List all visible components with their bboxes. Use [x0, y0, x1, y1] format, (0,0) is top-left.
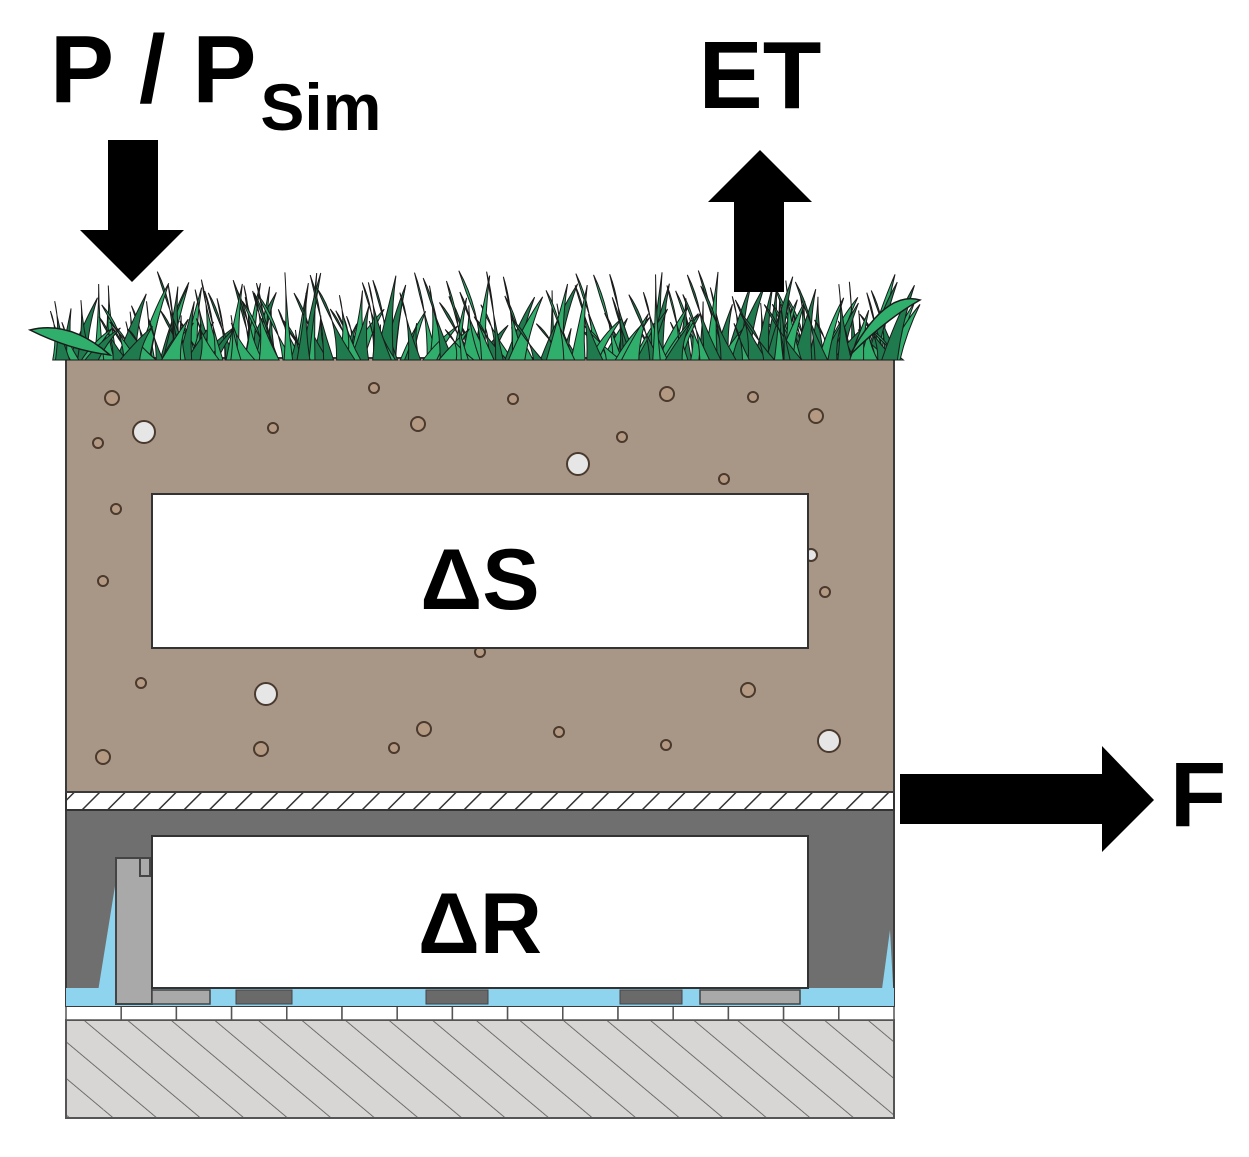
soil-pebble [267, 422, 279, 434]
grass-blade [444, 329, 476, 361]
precipitation-main-text: P / P [50, 16, 256, 123]
soil-pebble [416, 721, 432, 737]
grass-blade [309, 274, 335, 361]
soil-pebble [747, 391, 759, 403]
soil-pebble [616, 431, 628, 443]
grass-blade [460, 305, 481, 361]
grass-blade [817, 297, 845, 361]
grass-blade [763, 304, 803, 361]
soil-pebble [253, 741, 269, 757]
soil-pebble [718, 473, 730, 485]
soil-pebble [97, 575, 109, 587]
filter-layer [65, 791, 895, 811]
grass-blade [374, 275, 397, 361]
grass-blade [399, 292, 422, 361]
grass-blade [652, 274, 661, 361]
retention-change-box: ΔR [151, 835, 809, 989]
grass-blade [283, 272, 294, 361]
soil-pebble [660, 739, 672, 751]
grass-leaf [27, 327, 113, 357]
soil-pebble [132, 420, 156, 444]
grass-blade [61, 321, 80, 361]
soil-pebble [135, 677, 147, 689]
grass-blade [739, 312, 776, 361]
grass-blade [545, 290, 576, 361]
soil-pebble [819, 586, 831, 598]
grass-blade [458, 270, 495, 361]
grass-blade [792, 289, 817, 361]
soil-pebble [104, 390, 120, 406]
grass-blade [243, 316, 264, 361]
grass-blade [779, 303, 791, 361]
grass-blade [296, 292, 311, 361]
grass-blade [316, 287, 356, 361]
grass-blade [686, 274, 722, 361]
evapotranspiration-label: ET [699, 22, 822, 129]
grass-blade [367, 282, 393, 361]
precipitation-label: P / PSim [50, 16, 381, 144]
grass-leaf [849, 298, 922, 356]
grass-blade [349, 305, 370, 361]
grass-blade [837, 284, 853, 361]
grass-blade [664, 323, 691, 361]
grass-blade [704, 271, 719, 361]
soil-pebble [368, 382, 380, 394]
base-structure-layer [65, 1019, 895, 1119]
soil-pebble [808, 408, 824, 424]
storage-change-box: ΔS [151, 493, 809, 649]
grass-blade [734, 299, 768, 361]
water-wedge-right [880, 930, 894, 1004]
grass-blade [682, 294, 711, 361]
grass-blade [98, 316, 128, 361]
soil-pebble [507, 393, 519, 405]
grass-blade [511, 318, 544, 361]
grass-blade [700, 285, 737, 361]
grass-blade [195, 318, 221, 361]
drainage-element-left [115, 857, 153, 1005]
soil-pebble [659, 386, 675, 402]
precipitation-subscript: Sim [260, 70, 381, 144]
grass-blade [574, 285, 604, 361]
soil-pebble [740, 682, 756, 698]
grass-blade [252, 290, 280, 361]
grass-blade [570, 284, 588, 361]
grass-blade [230, 315, 242, 361]
flow-label: F [1170, 744, 1226, 846]
grass-blade [486, 271, 504, 361]
soil-pebble [410, 416, 426, 432]
precipitation-arrow [80, 140, 184, 282]
soil-pebble [817, 729, 841, 753]
flow-arrow [900, 746, 1154, 852]
storage-change-label: ΔS [420, 532, 539, 628]
grass-blade [343, 318, 362, 361]
grass-blade [733, 323, 751, 361]
grass-blade [119, 326, 154, 361]
soil-pebble [388, 742, 400, 754]
grass-blade [204, 290, 224, 361]
grass-blade [253, 292, 280, 361]
vegetation-layer [27, 270, 922, 361]
grass-blade [160, 318, 189, 361]
soil-pebble [553, 726, 565, 738]
grass-blade [628, 294, 661, 361]
evapotranspiration-arrow [708, 150, 812, 292]
soil-pebbles [92, 382, 841, 765]
soil-pebble [95, 749, 111, 765]
grass-blade [507, 296, 544, 361]
grass-blade [794, 281, 829, 361]
grass-blade [147, 318, 164, 361]
drainage-element-bottom [151, 989, 801, 1005]
soil-pebble [254, 682, 278, 706]
soil-pebble [566, 452, 590, 476]
retention-change-label: ΔR [418, 876, 542, 972]
soil-pebble [110, 503, 122, 515]
protection-layer [65, 1003, 895, 1021]
soil-pebble [92, 437, 104, 449]
grass-blade [445, 280, 470, 361]
grass-blade [422, 277, 455, 361]
